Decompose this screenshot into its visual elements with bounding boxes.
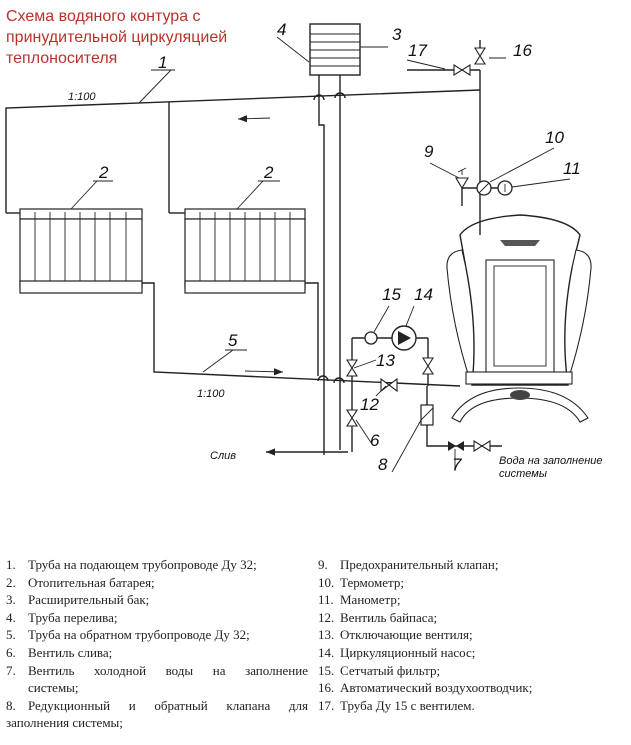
- legend-item: 9.Предохранительный клапан;: [318, 557, 499, 572]
- callout-16: 16: [513, 41, 532, 60]
- legend-item: 6.Вентиль слива;: [6, 644, 113, 660]
- legend-column-right: 9.Предохранительный клапан; 10.Термометр…: [318, 556, 624, 714]
- legend-item: 2.Отопительная батарея;: [6, 574, 155, 590]
- legend-item-continuation: заполнения системы;: [6, 715, 123, 731]
- diagram-title: Схема водяного контура с принудительной …: [6, 6, 306, 69]
- callout-leaders: [70, 36, 571, 473]
- legend-item: 8.Редукционный и обратный клапана для: [6, 697, 308, 713]
- title-line: теплоносителя: [6, 50, 118, 67]
- inlet-label: системы: [499, 468, 547, 480]
- legend-item: 10.Термометр;: [318, 574, 404, 590]
- air-vent-16: [474, 47, 486, 65]
- legend-column-left: 1.Труба на подающем трубопроводе Ду 32; …: [6, 556, 308, 732]
- callout-11: 11: [563, 159, 581, 178]
- valve-17: [453, 64, 471, 76]
- legend-item: 13.Отключающие вентиля;: [318, 627, 473, 643]
- callout-5: 5: [228, 331, 238, 350]
- safety-valve-icon: [455, 177, 469, 190]
- callout-4: 4: [277, 20, 286, 39]
- callout-14: 14: [414, 285, 433, 304]
- drain-line: Слив: [210, 448, 348, 462]
- legend-item: 14.Циркуляционный насос;: [318, 644, 476, 660]
- title-line: Схема водяного контура с: [6, 8, 201, 25]
- legend-item: 16.Автоматический воздухоотводчик;: [318, 680, 533, 696]
- radiator-right: [184, 208, 306, 294]
- callout-9: 9: [424, 142, 434, 161]
- air-vent-assembly: [407, 40, 486, 90]
- legend-item: 15.Сетчатый фильтр;: [318, 662, 441, 678]
- mesh-filter-icon: [364, 331, 378, 345]
- legend-item: 4.Труба перелива;: [6, 609, 118, 625]
- legend-item-continuation: системы;: [28, 680, 79, 696]
- pump-bypass-group: [346, 325, 434, 452]
- heating-circuit-diagram: Слив: [5, 20, 603, 480]
- legend-item: 3.Расширительный бак;: [6, 592, 150, 608]
- bypass-valve-icon: [380, 377, 398, 393]
- safety-group: [455, 167, 513, 206]
- shutoff-valve-icon: [346, 359, 358, 377]
- cold-water-valve-icon: [448, 441, 464, 451]
- cold-water-valve-icon: [473, 440, 491, 452]
- boiler-stove: [446, 214, 592, 423]
- callout-8: 8: [378, 455, 388, 474]
- callout-12: 12: [360, 395, 379, 414]
- flow-arrow: [237, 115, 271, 123]
- slope-label: 1:100: [68, 91, 96, 103]
- callout-10: 10: [545, 128, 564, 147]
- return-pipe: [142, 282, 461, 387]
- supply-pipe: [5, 89, 481, 218]
- callout-1: 1: [158, 53, 167, 72]
- callout-6: 6: [370, 431, 380, 450]
- callout-numbers: 1 2 2 3 4 5 6 7 8 9 10 11 12 13 14 15 16…: [98, 20, 581, 474]
- legend-item: 11.Манометр;: [318, 592, 401, 608]
- flow-arrow: [244, 368, 284, 376]
- shutoff-valve-icon: [422, 357, 434, 375]
- filling-line: Вода на заполнение системы: [420, 386, 603, 480]
- drain-valve-icon: [346, 409, 358, 427]
- slope-label: 1:100: [197, 388, 225, 400]
- drain-label: Слив: [210, 450, 236, 462]
- callout-3: 3: [392, 25, 402, 44]
- overflow-pipe: [313, 75, 346, 455]
- legend-item: 5.Труба на обратном трубопроводе Ду 32;: [6, 627, 250, 643]
- callout-15: 15: [382, 285, 401, 304]
- legend-item: 17.Труба Ду 15 с вентилем.: [318, 697, 475, 713]
- title-line: принудительной циркуляцией: [6, 29, 228, 46]
- callout-2: 2: [98, 163, 109, 182]
- callout-17: 17: [408, 41, 427, 60]
- legend-item: 7.Вентиль холодной воды на заполнение: [6, 662, 308, 678]
- callout-7: 7: [452, 455, 462, 474]
- legend-item: 1.Труба на подающем трубопроводе Ду 32;: [6, 557, 257, 572]
- callout-2: 2: [263, 163, 274, 182]
- expansion-tank: [309, 23, 361, 76]
- callout-13: 13: [376, 351, 395, 370]
- inlet-label: Вода на заполнение: [499, 455, 603, 467]
- radiator-left: [19, 208, 143, 294]
- reducer-valve-icon: [420, 404, 434, 426]
- legend-item: 12.Вентиль байпаса;: [318, 609, 438, 625]
